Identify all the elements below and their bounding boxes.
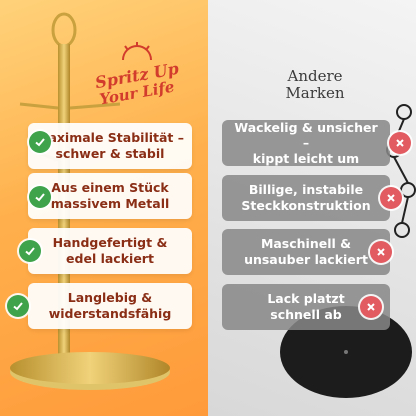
- competitor-title: Andere Marken: [240, 67, 390, 103]
- competitor-card-line: kippt leicht um: [252, 150, 360, 166]
- feature-card-line: widerstandsfähig: [48, 306, 172, 321]
- check-icon: [29, 186, 51, 208]
- check-icon: [29, 131, 51, 153]
- competitor-card-line: Lack platzt: [267, 291, 345, 307]
- competitor-card-machine-made: Maschinell & unsauber lackiert: [222, 229, 390, 275]
- brand-logo: Spritz Up Your Life: [92, 40, 182, 110]
- sun-logo-icon: [122, 42, 152, 61]
- competitor-title-line-2: Marken: [285, 84, 345, 103]
- feature-card-line: Aus einem Stück: [51, 180, 169, 196]
- x-icon: [370, 241, 392, 263]
- check-icon: [19, 240, 41, 262]
- x-icon: [380, 187, 402, 209]
- competitor-card-cheap: Billige, instabile Steckkonstruktion: [222, 175, 390, 221]
- feature-card-line: edel lackiert: [66, 251, 154, 266]
- competitor-card-line: Maschinell &: [260, 236, 352, 252]
- feature-card-line: Langlebig &: [67, 290, 153, 306]
- feature-card-handmade: Handgefertigt & edel lackiert: [28, 228, 192, 274]
- check-icon: [7, 295, 29, 317]
- competitor-card-line: Wackelig & unsicher –: [234, 119, 378, 151]
- competitor-title-line-1: Andere: [287, 67, 343, 85]
- feature-card-line: Handgefertigt &: [52, 235, 168, 251]
- feature-card-line: Maximale Stabilität –: [36, 130, 184, 146]
- x-icon: [389, 132, 411, 154]
- competitor-card-line: Billige, instabile: [248, 182, 364, 198]
- competitor-card-line: schnell ab: [270, 307, 342, 322]
- competitor-card-wobbly: Wackelig & unsicher – kippt leicht um: [222, 120, 390, 166]
- feature-card-line: massivem Metall: [50, 196, 170, 211]
- feature-card-durable: Langlebig & widerstandsfähig: [28, 283, 192, 329]
- feature-card-stability: Maximale Stabilität – schwer & stabil: [28, 123, 192, 169]
- competitor-card-line: Steckkonstruktion: [241, 198, 371, 213]
- feature-card-solid-metal: Aus einem Stück massivem Metall: [28, 173, 192, 219]
- feature-card-line: schwer & stabil: [55, 146, 165, 161]
- x-icon: [360, 296, 382, 318]
- competitor-card-line: unsauber lackiert: [244, 252, 368, 267]
